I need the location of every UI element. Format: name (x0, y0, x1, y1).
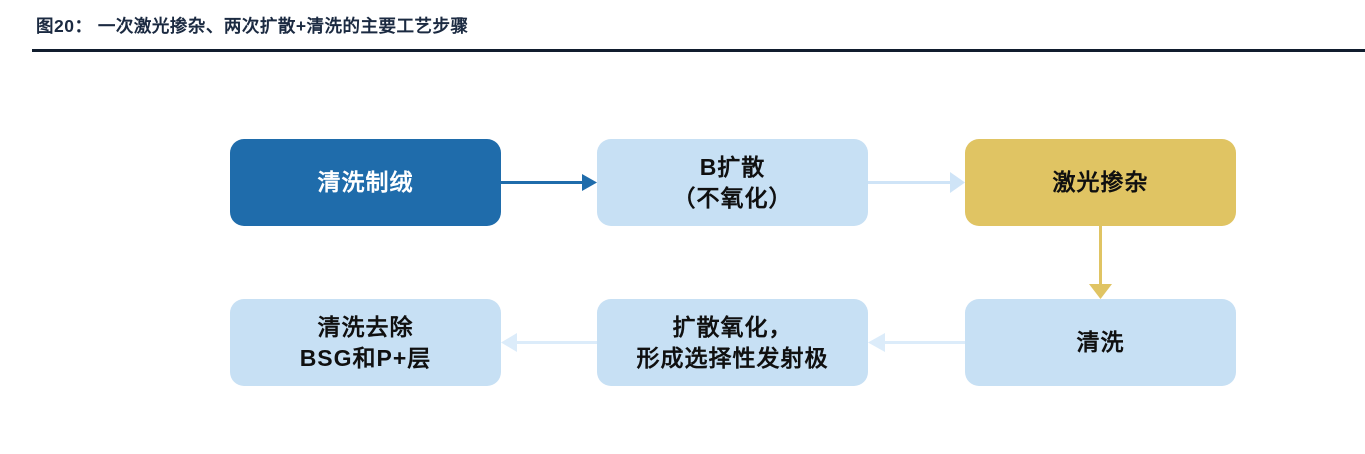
flow-node-clean-remove-bsg[interactable]: 清洗去除 BSG和P+层 (230, 299, 501, 386)
arrow-cleaning-to-diffusion-oxidation (868, 333, 965, 352)
flow-connectors (501, 172, 1112, 352)
arrow-laser-doping-to-cleaning (1089, 226, 1112, 299)
process-flow-diagram: 清洗制绒 B扩散 （不氧化） 激光掺杂 清洗 扩散氧化， 形成选择性发射极 清洗… (0, 56, 1365, 454)
flow-node-diffusion-oxidation-line-2: 形成选择性发射极 (636, 344, 829, 371)
flow-node-b-diffusion-line-2: （不氧化） (672, 184, 793, 211)
flow-node-diffusion-oxidation-line-1: 扩散氧化， (672, 314, 793, 341)
figure-header: 图20： 一次激光掺杂、两次扩散+清洗的主要工艺步骤 (0, 0, 1365, 56)
flow-node-clean-texture-line-1: 清洗制绒 (317, 169, 414, 196)
flow-node-laser-doping-line-1: 激光掺杂 (1052, 169, 1149, 196)
flow-node-clean-remove-bsg-line-2: BSG和P+层 (299, 344, 432, 371)
flow-node-clean-texture[interactable]: 清洗制绒 (230, 139, 501, 226)
figure-title-divider (32, 49, 1365, 52)
flow-node-cleaning-line-1: 清洗 (1076, 329, 1125, 356)
arrow-b-diffusion-to-laser-doping (868, 172, 965, 193)
flow-node-clean-remove-bsg-line-1: 清洗去除 (317, 314, 414, 341)
flow-node-b-diffusion-line-1: B扩散 (699, 154, 766, 181)
flow-node-cleaning[interactable]: 清洗 (965, 299, 1236, 386)
flow-node-b-diffusion[interactable]: B扩散 （不氧化） (597, 139, 868, 226)
flow-node-diffusion-oxidation[interactable]: 扩散氧化， 形成选择性发射极 (597, 299, 868, 386)
arrow-diffusion-oxidation-to-clean-remove (501, 333, 597, 352)
arrow-clean-texture-to-b-diffusion (501, 174, 597, 191)
figure-title: 图20： 一次激光掺杂、两次扩散+清洗的主要工艺步骤 (36, 16, 469, 36)
flow-node-laser-doping[interactable]: 激光掺杂 (965, 139, 1236, 226)
